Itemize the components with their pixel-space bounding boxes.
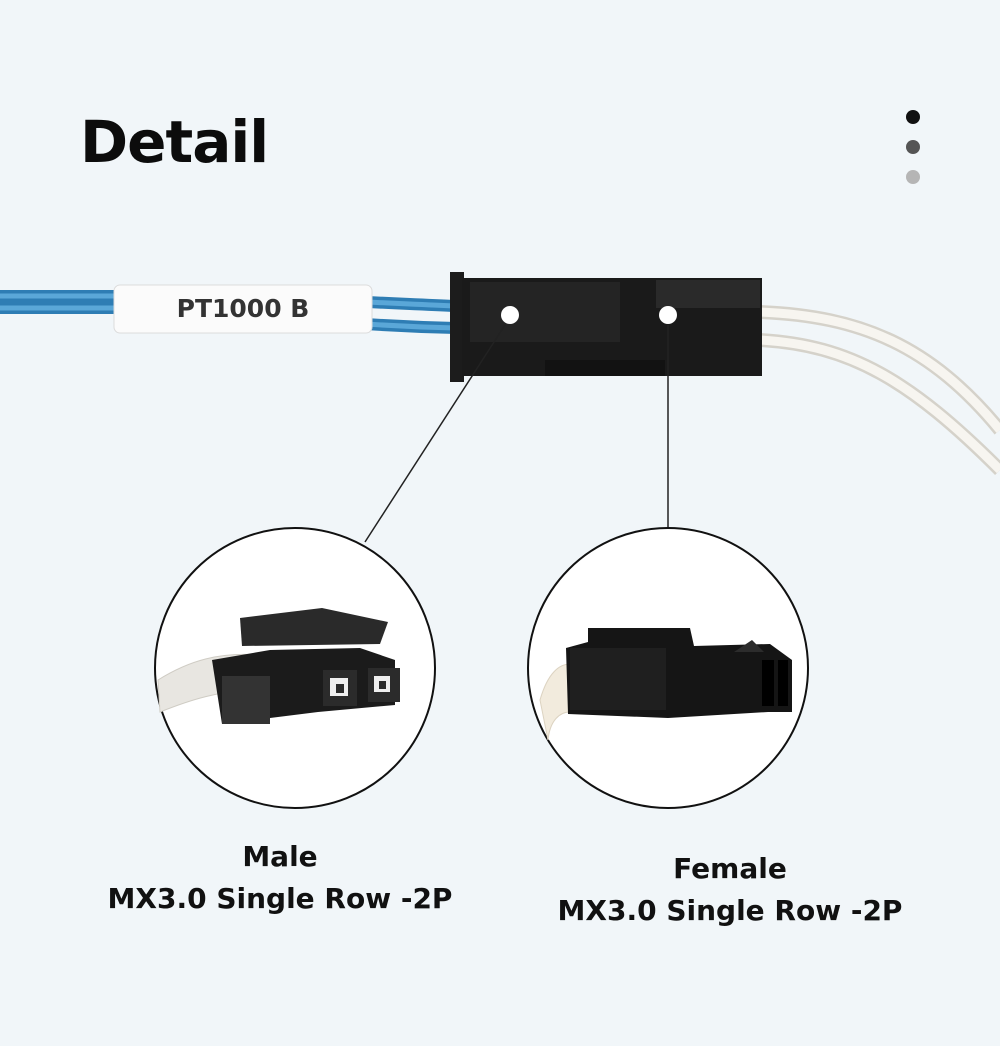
cable-label-text: PT1000 B <box>177 294 310 323</box>
pagination-dot <box>906 140 920 154</box>
cable-label-sleeve: PT1000 B <box>113 284 373 334</box>
male-leader-line <box>364 324 506 543</box>
pagination-dot <box>906 170 920 184</box>
male-caption-spec: MX3.0 Single Row -2P <box>107 882 453 915</box>
pagination-dot <box>906 110 920 124</box>
mated-connector <box>450 272 762 382</box>
male-caption-name: Male <box>242 840 318 873</box>
pagination-dots-icon <box>904 110 922 190</box>
male-connector-closeup <box>154 527 436 809</box>
female-caption-spec: MX3.0 Single Row -2P <box>557 894 903 927</box>
female-caption: Female MX3.0 Single Row -2P <box>540 848 920 932</box>
female-caption-name: Female <box>673 852 787 885</box>
page-title: Detail <box>80 108 269 176</box>
white-wire-pair <box>759 305 1000 475</box>
female-connector-closeup <box>527 527 809 809</box>
male-caption: Male MX3.0 Single Row -2P <box>90 836 470 920</box>
